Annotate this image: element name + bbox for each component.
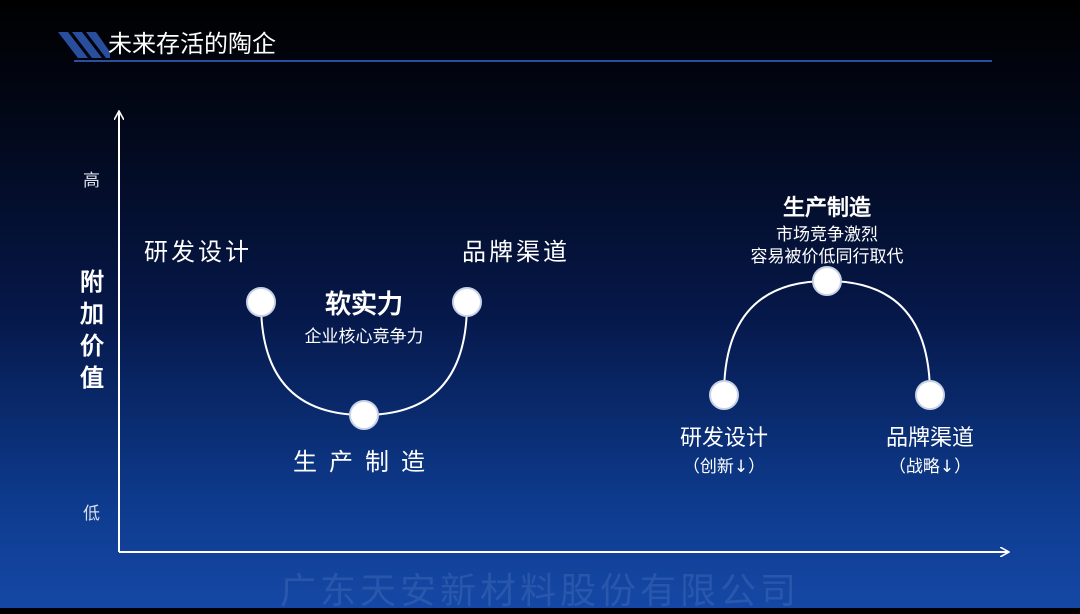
y-axis-low-label: 低	[83, 504, 100, 524]
header-stripe-3	[86, 32, 110, 58]
node-right-brand	[915, 380, 945, 410]
soft-power-title: 软实力	[324, 290, 403, 320]
node-left-brand	[452, 287, 482, 317]
page-title: 未来存活的陶企	[108, 30, 276, 58]
right-design-label: 研发设计	[679, 426, 768, 451]
right-manufacturing-line2: 容易被价低同行取代	[750, 247, 904, 267]
left-design-label: 研发设计	[144, 238, 252, 266]
node-left-manufacturing	[349, 400, 379, 430]
node-right-design	[709, 380, 739, 410]
right-manufacturing-line1: 市场竞争激烈	[776, 225, 878, 245]
right-manufacturing-title: 生产制造	[782, 196, 871, 221]
arch-curve	[723, 279, 931, 396]
header-stripe-1	[58, 32, 88, 58]
right-brand-label: 品牌渠道	[885, 426, 974, 451]
left-brand-label: 品牌渠道	[462, 238, 570, 266]
node-left-design	[246, 287, 276, 317]
node-right-manufacturing	[812, 266, 842, 296]
company-watermark: 广东天安新材料股份有限公司	[279, 571, 800, 612]
right-brand-sub: （战略↓）	[888, 457, 972, 477]
y-axis-high-label: 高	[83, 171, 100, 191]
header-stripe-2	[72, 32, 102, 58]
left-manufacturing-label: 生产制造	[293, 448, 437, 476]
right-design-sub: （创新↓）	[682, 457, 766, 477]
soft-power-subtitle: 企业核心竞争力	[304, 327, 424, 347]
y-axis-title: 附 加 价 值	[80, 268, 104, 392]
header-decoration	[58, 32, 992, 62]
